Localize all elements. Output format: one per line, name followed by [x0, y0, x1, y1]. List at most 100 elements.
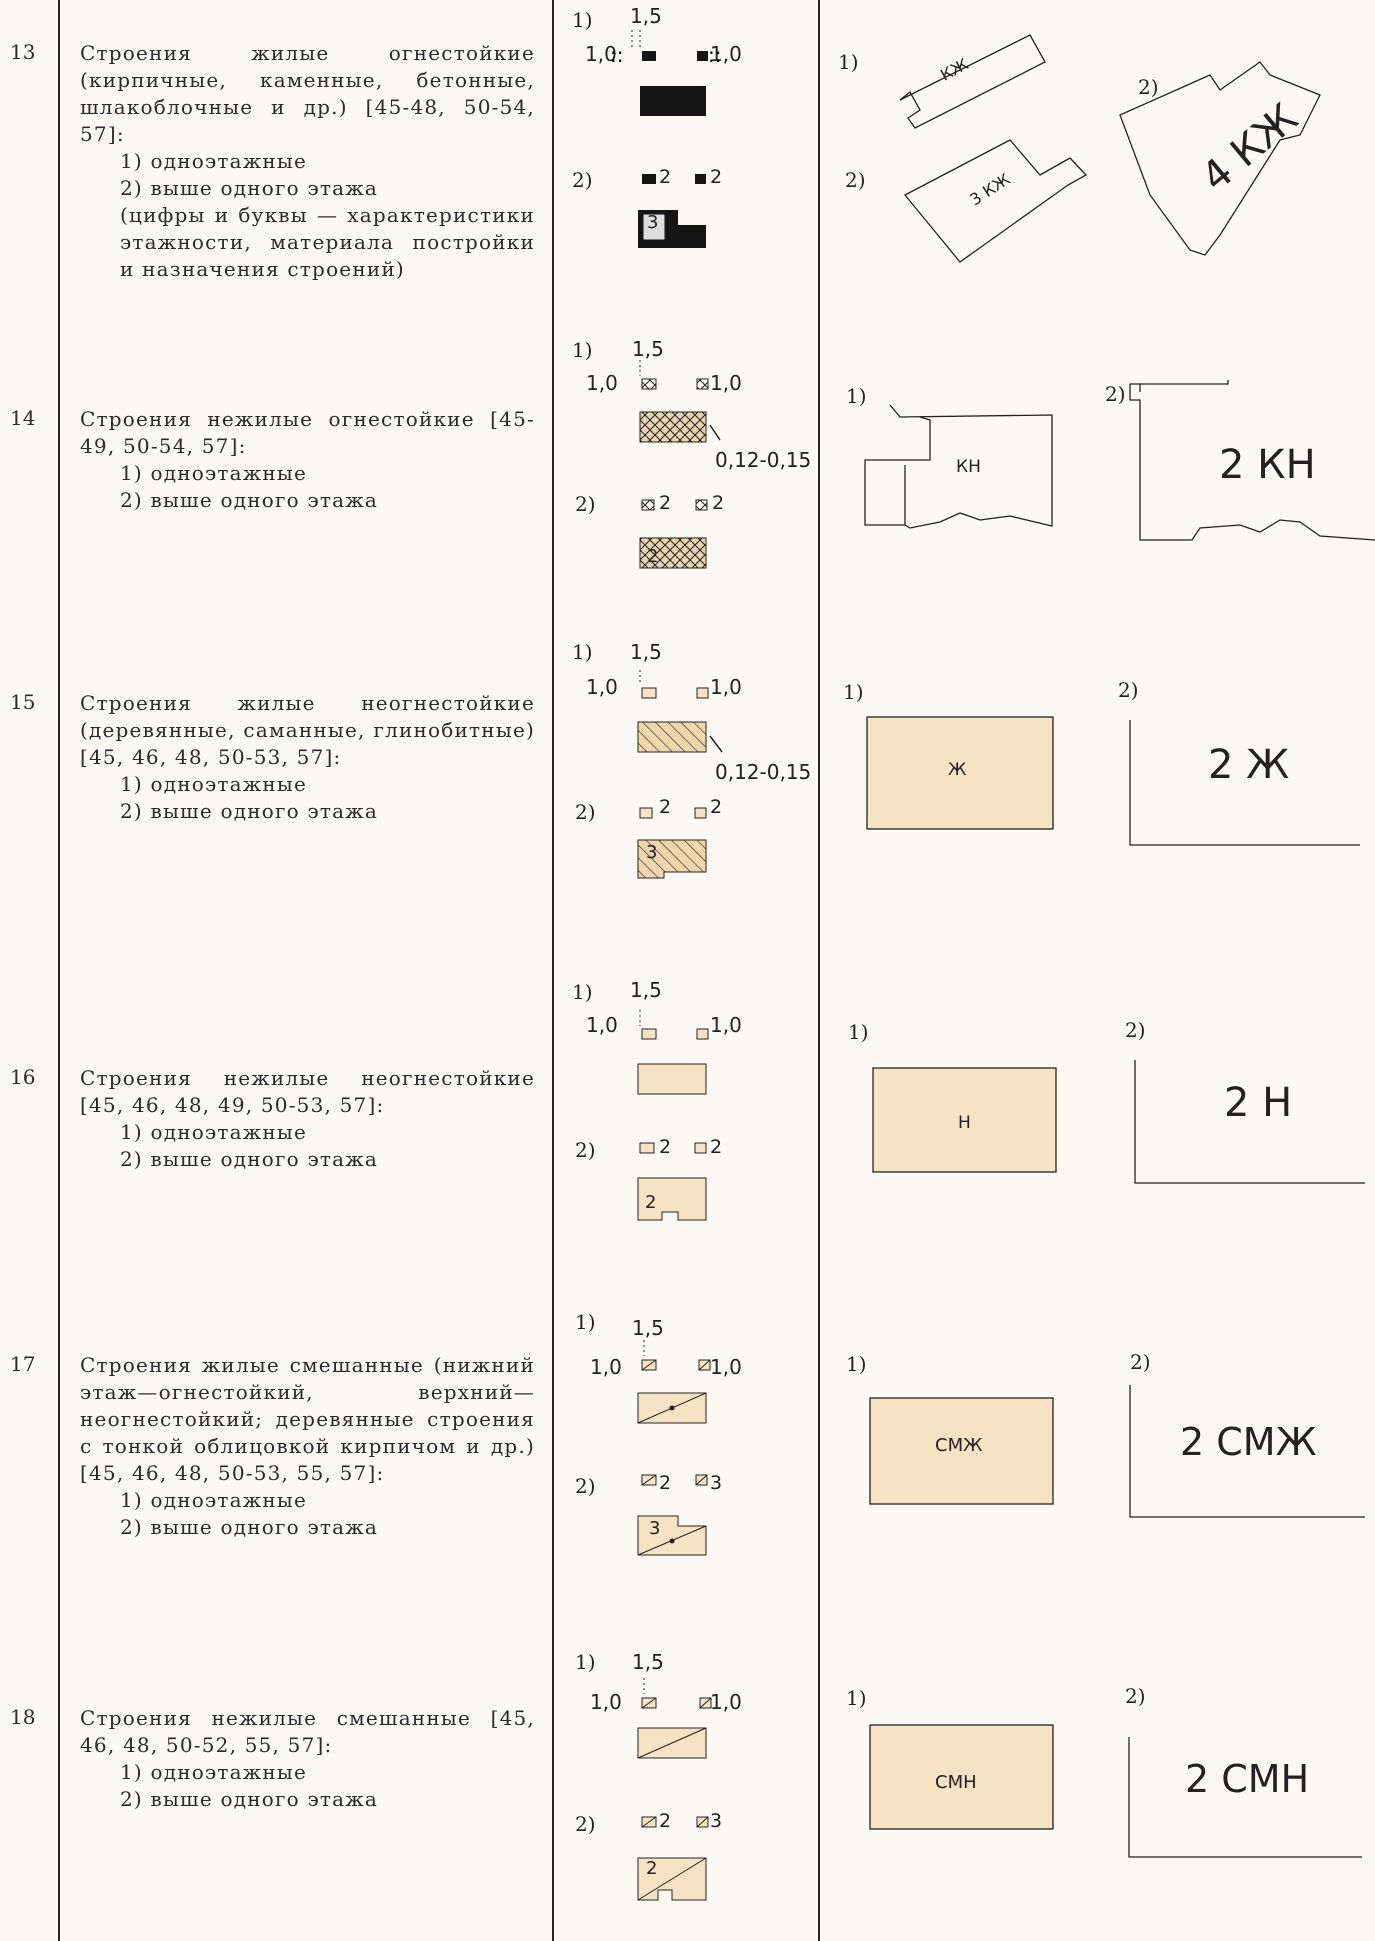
sym-label-1: 1)	[572, 8, 593, 32]
row-number: 13	[10, 40, 36, 64]
ex-label-1: 1)	[846, 384, 867, 408]
sym-label-2: 2)	[572, 168, 593, 192]
sub-multi-storey: 2) выше одного этажа	[120, 799, 378, 823]
sym-floors-b: 2	[710, 1136, 723, 1158]
ex-building-label-2: 2 Ж	[1208, 742, 1290, 788]
sym-floors-a: 2	[659, 1136, 672, 1158]
dim-top: 1,5	[630, 640, 662, 664]
sym-floors-a: 2	[659, 166, 672, 188]
column-rule-right	[818, 0, 820, 1941]
sym-label-2: 2)	[575, 1474, 596, 1498]
dim-left: 1,0	[590, 1690, 622, 1714]
ex-label-2: 2)	[1130, 1350, 1151, 1374]
sym-floors-b: 2	[710, 796, 723, 818]
ex-label-2: 2)	[1118, 678, 1139, 702]
dim-right: 1,0	[710, 1690, 742, 1714]
row-number: 18	[10, 1705, 36, 1729]
sym-floors-b: 3	[710, 1810, 723, 1832]
dim-top: 1,5	[632, 1316, 664, 1340]
sym-floors-a: 2	[659, 796, 672, 818]
sub-one-storey: 1) одноэтажные	[120, 1120, 308, 1144]
sym-inner-number: 3	[649, 1518, 661, 1539]
sym-label-2: 2)	[575, 492, 596, 516]
row-title: Строения нежилые огнестойкие [45-49, 50-…	[80, 407, 535, 458]
ex-label-2: 2)	[1125, 1018, 1146, 1042]
svg-text:::: ::	[610, 43, 623, 67]
dim-right: 1,0	[710, 42, 742, 66]
example-outline-buildings	[899, 34, 1321, 263]
row-description: Строения нежилые огнестойкие [45-49, 50-…	[80, 406, 535, 514]
dim-right: 1,0	[710, 371, 742, 395]
row-description: Строения нежилые неогнестойкие [45, 46, …	[80, 1065, 535, 1173]
dim-left: 1,0	[586, 675, 618, 699]
ex-building-label-1: Н	[958, 1113, 971, 1133]
ex-label-1: 1)	[838, 50, 859, 74]
sym-label-1: 1)	[572, 980, 593, 1004]
ex-label-1: 1)	[846, 1352, 867, 1376]
example-filled-buildings	[869, 1724, 1362, 1858]
ex-label-2: 2)	[1125, 1684, 1146, 1708]
ex-building-label-1: Ж	[948, 760, 967, 780]
ex-label-2: 2)	[845, 168, 866, 192]
ex-building-label-2: 2 СМЖ	[1180, 1420, 1317, 1464]
sym-floors-b: 2	[710, 166, 723, 188]
row-title: Строения нежилые смешанные [45, 46, 48, …	[80, 1706, 535, 1757]
dim-top: 1,5	[632, 337, 664, 361]
dim-top: 1,5	[632, 1650, 664, 1674]
ex-building-label-1: КН	[956, 457, 981, 477]
row-number: 15	[10, 690, 36, 714]
row-number: 14	[10, 406, 36, 430]
symbol-mixed-nonres-building	[637, 1678, 712, 1901]
example-filled-buildings	[866, 716, 1360, 846]
row-description: Строения нежилые смешанные [45, 46, 48, …	[80, 1705, 535, 1813]
sym-inner-number: 3	[647, 212, 659, 233]
sym-floors-a: 2	[659, 1472, 672, 1494]
row-description: Строения жилые огнестойкие (кирпичные, к…	[80, 40, 535, 283]
sym-label-1: 1)	[572, 338, 593, 362]
dim-right: 1,0	[710, 1355, 742, 1379]
ex-label-1: 1)	[848, 1020, 869, 1044]
sub-one-storey: 1) одноэтажные	[120, 1488, 308, 1512]
row-number: 17	[10, 1352, 36, 1376]
sym-inner-number: 2	[646, 1858, 658, 1879]
sym-floors-a: 2	[659, 1810, 672, 1832]
line-width-label: 0,12-0,15	[715, 760, 812, 784]
row-title: Строения жилые огнестойкие (кирпичные, к…	[80, 41, 535, 146]
dim-top: 1,5	[630, 4, 662, 28]
dim-left: 1,0	[585, 42, 617, 66]
ex-label-1: 1)	[846, 1686, 867, 1710]
row-title: Строения нежилые неогнестойкие [45, 46, …	[80, 1066, 535, 1117]
symbol-solid-building: :: ::	[610, 30, 721, 248]
sub-one-storey: 1) одноэтажные	[120, 772, 308, 796]
sym-inner-number: 2	[647, 546, 659, 567]
ex-building-label-2: 2 КН	[1219, 442, 1316, 488]
symbol-mixed-building	[637, 1340, 711, 1556]
sym-label-2: 2)	[575, 800, 596, 824]
sym-label-2: 2)	[575, 1138, 596, 1162]
symbol-hatched-building	[637, 670, 723, 879]
sub-one-storey: 1) одноэтажные	[120, 149, 308, 173]
column-rule-middle	[552, 0, 554, 1941]
row-description: Строения жилые неогнестойкие (деревянные…	[80, 690, 535, 825]
row-title: Строения жилые неогнестойкие (деревянные…	[80, 691, 535, 769]
sym-label-2: 2)	[575, 1812, 596, 1836]
ex-building-label-1: СМН	[935, 1772, 977, 1793]
row-note: (цифры и буквы — характеристики этажност…	[120, 203, 535, 281]
ex-building-label-2: 2 Н	[1224, 1080, 1293, 1126]
dim-left: 1,0	[586, 371, 618, 395]
sub-multi-storey: 2) выше одного этажа	[120, 1787, 378, 1811]
column-rule-left	[58, 0, 60, 1941]
dim-top: 1,5	[630, 978, 662, 1002]
sub-multi-storey: 2) выше одного этажа	[120, 1147, 378, 1171]
symbol-crosshatch-building	[639, 360, 721, 569]
dim-right: 1,0	[710, 1013, 742, 1037]
example-filled-buildings	[869, 1385, 1365, 1518]
ex-label-2: 2)	[1105, 382, 1126, 406]
sym-label-1: 1)	[575, 1650, 596, 1674]
ex-label-1: 1)	[843, 680, 864, 704]
sub-one-storey: 1) одноэтажные	[120, 1760, 308, 1784]
symbol-plain-building	[637, 1010, 709, 1221]
row-number: 16	[10, 1065, 36, 1089]
line-width-label: 0,12-0,15	[715, 448, 812, 472]
dim-right: 1,0	[710, 675, 742, 699]
